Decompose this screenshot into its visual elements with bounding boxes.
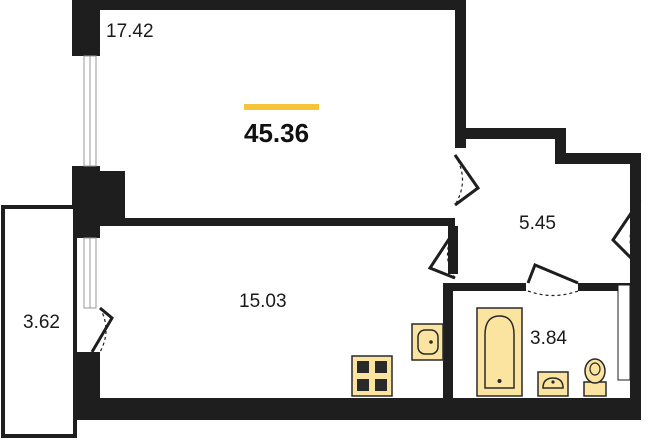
interior-walls [100,218,633,398]
total-area: 45.36 [244,118,310,148]
room-area-hall: 5.45 [519,213,556,234]
room-area-kitchen: 15.03 [239,291,287,312]
kitchen-sink-icon [411,323,444,361]
windows [83,55,631,381]
balcony [1,205,77,438]
total-area-bar [244,104,319,110]
room-area-bathroom: 3.84 [530,328,567,349]
stove-icon [351,355,393,397]
toilet-icon [583,358,607,397]
room-area-balcony: 3.62 [23,312,60,333]
doors [90,154,642,353]
bathtub-icon [476,307,523,397]
bathroom-sink-icon [537,371,569,397]
room-area-living: 17.42 [106,21,154,42]
